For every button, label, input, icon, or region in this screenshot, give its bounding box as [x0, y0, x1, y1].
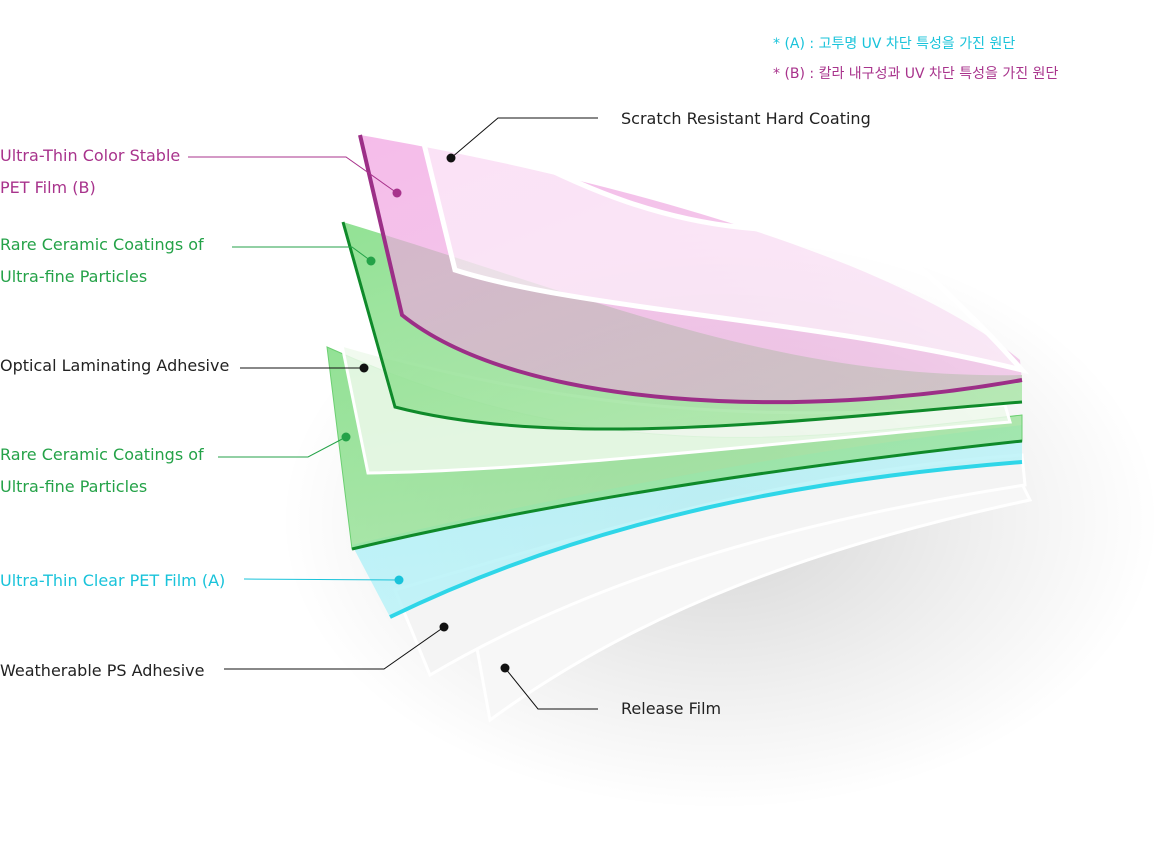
label-hard-coating-line: Scratch Resistant Hard Coating [621, 109, 871, 128]
marker-hard-coating [446, 153, 456, 163]
leader-color-pet-film [188, 156, 398, 194]
ceramic-coating-upper-edge [341, 221, 1023, 431]
leader-ceramic-upper [232, 246, 372, 262]
label-laminating-adhesive: Optical Laminating Adhesive [0, 350, 229, 382]
label-ceramic-upper: Rare Ceramic Coatings of Ultra-fine Part… [0, 229, 204, 293]
marker-laminating-adhesive [359, 363, 369, 373]
clear-pet-film-edge [389, 460, 1023, 619]
label-color-pet-film-line2: PET Film (B) [0, 178, 96, 197]
note-b: * (B) : 칼라 내구성과 UV 차단 특성을 가진 원단 [773, 66, 1059, 82]
leader-clear-pet-film [243, 578, 400, 581]
marker-ps-adhesive [439, 622, 449, 632]
label-release-film-line: Release Film [621, 699, 722, 718]
label-clear-pet-film-line: Ultra-Thin Clear PET Film (A) [0, 571, 226, 590]
label-ceramic-upper-line1: Rare Ceramic Coatings of [0, 235, 204, 254]
label-ps-adhesive: Weatherable PS Adhesive [0, 655, 205, 687]
label-ceramic-lower-line2: Ultra-fine Particles [0, 477, 148, 496]
label-ceramic-upper-line2: Ultra-fine Particles [0, 267, 148, 286]
marker-color-pet-film [392, 188, 402, 198]
label-release-film: Release Film [621, 693, 721, 725]
label-color-pet-film: Ultra-Thin Color Stable PET Film (B) [0, 140, 180, 204]
leader-ceramic-lower [218, 436, 347, 458]
marker-release-film [500, 663, 510, 673]
label-color-pet-film-line1: Ultra-Thin Color Stable [0, 146, 181, 165]
leader-ps-adhesive [224, 626, 445, 670]
label-clear-pet-film: Ultra-Thin Clear PET Film (A) [0, 565, 225, 597]
hard-coating-sheet [408, 89, 1030, 375]
clear-pet-film-sheet [352, 425, 1022, 617]
label-laminating-adhesive-line: Optical Laminating Adhesive [0, 356, 230, 375]
label-hard-coating: Scratch Resistant Hard Coating [621, 103, 871, 135]
note-a: * (A) : 고투명 UV 차단 특성을 가진 원단 [773, 36, 1016, 52]
leader-hard-coating [450, 117, 598, 159]
ceramic-coating-lower-edge [351, 439, 1023, 551]
marker-ceramic-lower [341, 432, 351, 442]
marker-ceramic-upper [366, 256, 376, 266]
leader-release-film [504, 667, 598, 710]
label-ceramic-lower-line1: Rare Ceramic Coatings of [0, 445, 204, 464]
marker-clear-pet-film [394, 575, 404, 585]
label-ceramic-lower: Rare Ceramic Coatings of Ultra-fine Part… [0, 439, 204, 503]
color-pet-film-edge [358, 134, 1023, 405]
label-ps-adhesive-line: Weatherable PS Adhesive [0, 661, 205, 680]
